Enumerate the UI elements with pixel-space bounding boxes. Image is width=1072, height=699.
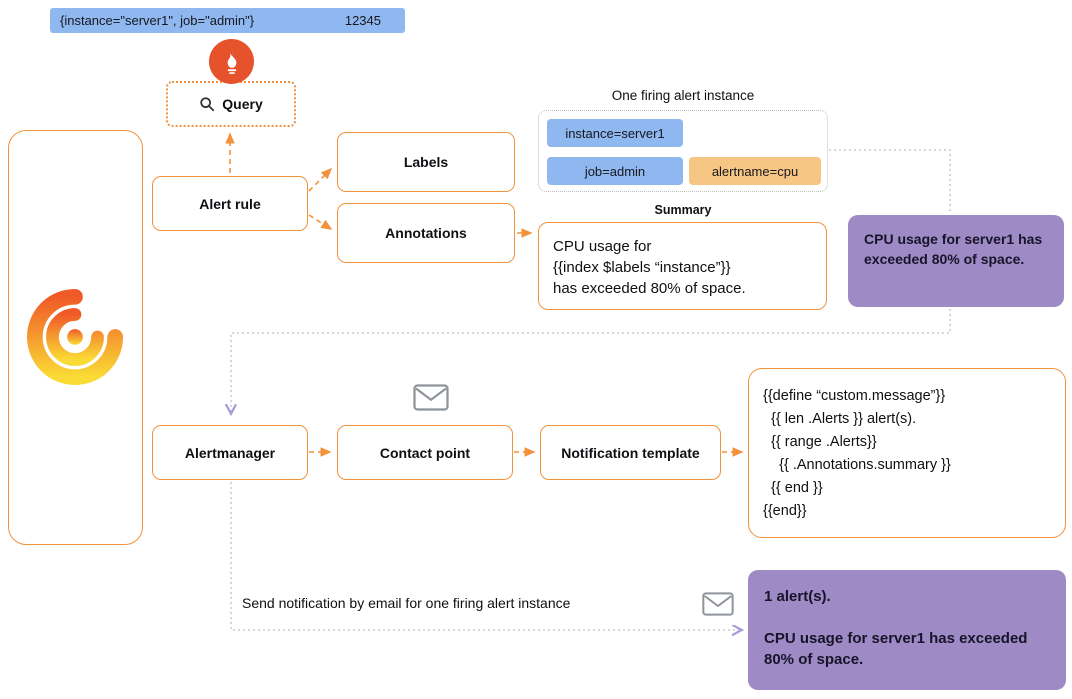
- metric-sample-badge: {instance="server1", job="admin"} 12345: [50, 8, 405, 33]
- prometheus-icon: [209, 39, 254, 84]
- summary-title: Summary: [654, 203, 712, 217]
- template-code-line: {{ len .Alerts }} alert(s).: [763, 411, 917, 427]
- notification-template-box: Notification template: [540, 425, 721, 480]
- magnifier-icon: [200, 97, 215, 112]
- labels-label: Labels: [403, 154, 449, 170]
- envelope-icon: [413, 384, 449, 416]
- alert-rule-box: Alert rule: [152, 176, 308, 231]
- alertmanager-box: Alertmanager: [152, 425, 308, 480]
- summary-template-box: CPU usage for {{index $labels “instance”…: [538, 222, 827, 310]
- send-notification-caption: Send notification by email for one firin…: [242, 595, 571, 611]
- prometheus-flame-icon: [227, 49, 236, 74]
- template-code-box: {{define “custom.message”}} {{ len .Aler…: [748, 368, 1066, 538]
- template-code-line: {{define “custom.message”}}: [763, 388, 946, 404]
- label-badge-instance: instance=server1: [547, 119, 683, 147]
- rendered-notification-summary: CPU usage for server1 has exceeded 80% o…: [764, 630, 1028, 668]
- template-code-line: {{ .Annotations.summary }}: [763, 457, 951, 473]
- labels-box: Labels: [337, 132, 515, 192]
- envelope-icon: [702, 592, 734, 621]
- annotations-label: Annotations: [385, 225, 467, 241]
- alert-rule-label: Alert rule: [199, 195, 261, 212]
- label-badge-alertname: alertname=cpu: [689, 157, 821, 185]
- template-code-line: {{end}}: [763, 503, 807, 519]
- template-code-line: {{ end }}: [763, 480, 823, 496]
- metric-value-text: 12345: [344, 13, 381, 28]
- summary-line: has exceeded 80% of space.: [553, 280, 746, 297]
- rendered-notification-count: 1 alert(s).: [764, 588, 831, 605]
- metric-labels-text: {instance="server1", job="admin"}: [60, 13, 255, 28]
- firing-instance-title: One firing alert instance: [611, 88, 755, 103]
- summary-line: {{index $labels “instance”}}: [553, 259, 731, 276]
- rendered-notification-spacer: [764, 607, 1050, 628]
- query-box: Query: [166, 81, 296, 127]
- notification-template-label: Notification template: [561, 444, 700, 461]
- rendered-summary-text: CPU usage for server1 has exceeded 80% o…: [864, 231, 1043, 267]
- alertmanager-label: Alertmanager: [184, 444, 276, 461]
- annotations-box: Annotations: [337, 203, 515, 263]
- rendered-notification-box: 1 alert(s). CPU usage for server1 has ex…: [748, 570, 1066, 690]
- arrow-alert-rule-to-annotations: [308, 214, 333, 230]
- arrow-alert-rule-to-labels: [308, 167, 333, 192]
- dotted-link-instance-to-rendered-summary: [829, 149, 951, 213]
- query-label: Query: [222, 96, 263, 112]
- template-code-line: {{ range .Alerts}}: [763, 434, 877, 450]
- firing-instance-frame: instance=server1 job=admin alertname=cpu: [538, 110, 828, 192]
- contact-point-box: Contact point: [337, 425, 513, 480]
- grafana-logo-icon: [26, 288, 124, 386]
- contact-point-label: Contact point: [379, 444, 471, 461]
- label-badge-job: job=admin: [547, 157, 683, 185]
- rendered-summary-box: CPU usage for server1 has exceeded 80% o…: [848, 215, 1064, 307]
- summary-line: CPU usage for: [553, 238, 652, 255]
